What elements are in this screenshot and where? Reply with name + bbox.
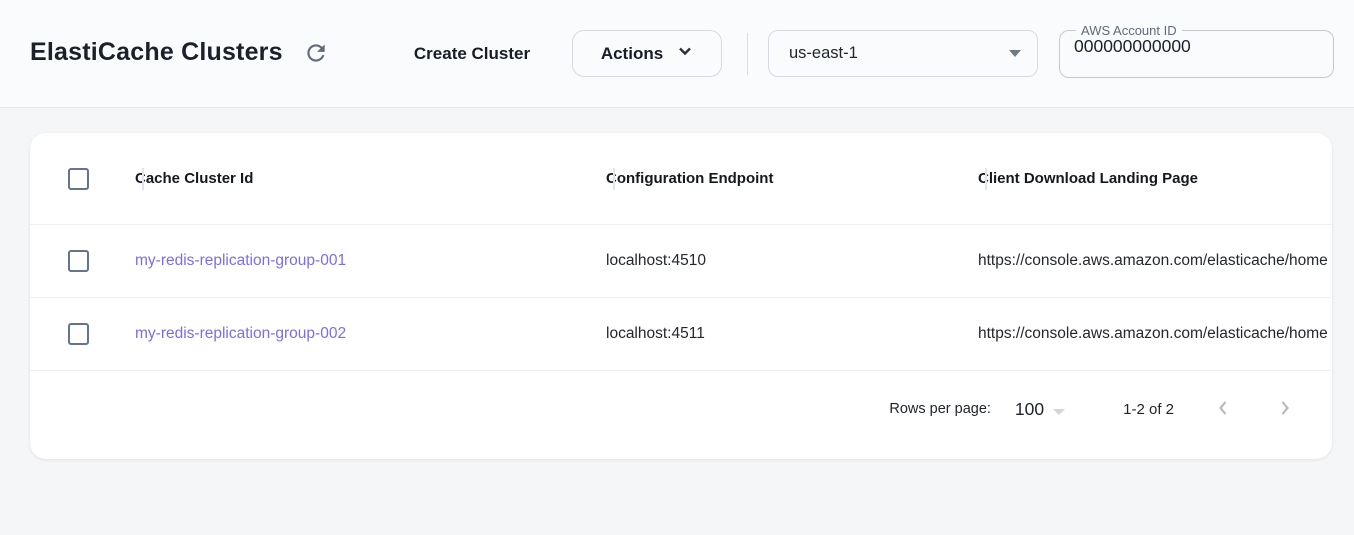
table-pagination-footer: Rows per page: 100 1-2 of 2 (30, 370, 1332, 459)
row-checkbox[interactable] (68, 250, 89, 272)
rows-per-page-select[interactable]: 100 (1014, 398, 1066, 420)
chevron-left-icon (1211, 401, 1235, 423)
dropdown-arrow-icon (1053, 408, 1066, 415)
aws-account-id-input[interactable] (1074, 36, 1319, 57)
configuration-endpoint-value: localhost:4510 (606, 252, 706, 269)
landing-page-url: https://console.aws.amazon.com/elasticac… (978, 252, 1328, 269)
cluster-id-link[interactable]: my-redis-replication-group-001 (135, 252, 347, 269)
select-all-checkbox[interactable] (68, 167, 89, 190)
row-checkbox[interactable] (68, 323, 89, 345)
page-title: ElastiCache Clusters (30, 38, 283, 66)
actions-button-label: Actions (600, 43, 664, 63)
rows-per-page-value: 100 (1014, 398, 1045, 419)
configuration-endpoint-value: localhost:4511 (606, 325, 705, 342)
column-header-client-download-landing-page[interactable]: Client Download Landing Page (978, 169, 1199, 187)
column-separator (985, 167, 987, 190)
chevron-right-icon (1273, 401, 1297, 423)
table-header-row: Cache Cluster Id Configuration Endpoint … (30, 133, 1332, 224)
refresh-icon (303, 44, 329, 69)
landing-page-url: https://console.aws.amazon.com/elasticac… (978, 325, 1328, 342)
dropdown-arrow-icon (1009, 50, 1021, 57)
region-select-value: us-east-1 (789, 44, 858, 62)
column-separator (142, 167, 144, 190)
create-cluster-button[interactable]: Create Cluster (396, 38, 548, 70)
previous-page-button[interactable] (1210, 396, 1236, 422)
column-separator (613, 167, 615, 190)
cluster-id-link[interactable]: my-redis-replication-group-002 (135, 325, 347, 342)
actions-button[interactable]: Actions (572, 30, 722, 77)
next-page-button[interactable] (1272, 396, 1298, 422)
top-header-bar: ElastiCache Clusters Create Cluster Acti… (0, 0, 1354, 108)
chevron-down-icon (677, 43, 693, 64)
aws-account-id-label: AWS Account ID (1081, 23, 1177, 38)
refresh-button[interactable] (302, 40, 330, 68)
rows-per-page-label: Rows per page: (889, 401, 991, 417)
region-select[interactable]: us-east-1 (768, 30, 1038, 77)
pagination-range-label: 1-2 of 2 (1123, 400, 1174, 418)
toolbar-divider (747, 33, 748, 75)
clusters-table-card: Cache Cluster Id Configuration Endpoint … (30, 133, 1332, 459)
table-row: my-redis-replication-group-002 localhost… (30, 297, 1332, 370)
column-header-configuration-endpoint[interactable]: Configuration Endpoint (606, 169, 774, 187)
table-row: my-redis-replication-group-001 localhost… (30, 224, 1332, 297)
aws-account-id-field: AWS Account ID (1059, 23, 1334, 78)
column-header-cache-cluster-id[interactable]: Cache Cluster Id (135, 169, 254, 187)
